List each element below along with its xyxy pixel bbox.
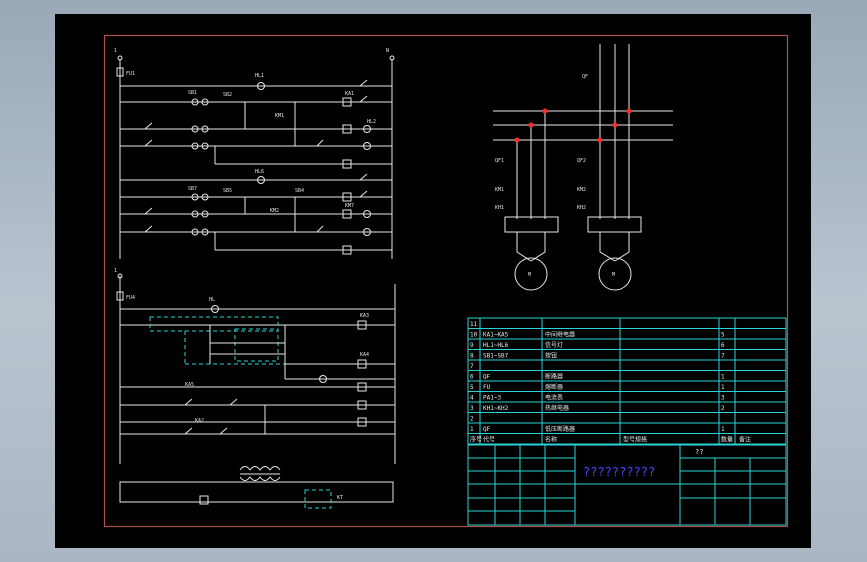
bom-cell: SB1~SB7 bbox=[483, 353, 509, 360]
bom-cell: 6 bbox=[721, 342, 725, 349]
bom-cell: 1 bbox=[721, 426, 725, 433]
bom-cell: 低压断路器 bbox=[545, 425, 575, 433]
bom-header-cell: 序号 bbox=[470, 436, 482, 444]
coil-ka1 bbox=[342, 97, 352, 107]
lamp-hl6 bbox=[257, 176, 265, 184]
bom-cell: 熔断器 bbox=[545, 383, 563, 391]
hl2-label: HL2 bbox=[367, 119, 376, 125]
bom-cell: 3 bbox=[721, 395, 725, 402]
control-circuit-top: 1 N FU1 HL1 SB1 SB2 KA1 bbox=[114, 48, 395, 259]
lamp-hl1-label: HL1 bbox=[255, 73, 264, 79]
kt-label: KT bbox=[337, 495, 343, 501]
ka3-label: KA3 bbox=[360, 313, 369, 319]
motor-kh1-label: KH1 bbox=[495, 205, 504, 211]
bom-cell: 信号灯 bbox=[545, 341, 563, 349]
sb1-label: SB1 bbox=[188, 90, 197, 96]
bom-cell: QF bbox=[483, 374, 491, 381]
bom-cell: QF bbox=[483, 426, 491, 433]
kt-dashed-box bbox=[304, 489, 332, 509]
bom-cell: 10 bbox=[470, 332, 478, 339]
km1-label: KM1 bbox=[275, 113, 284, 119]
bom-cell: 1 bbox=[470, 426, 474, 433]
sb5-label: SB5 bbox=[223, 188, 232, 194]
bom-cell: 1 bbox=[721, 384, 725, 391]
phase-label-l1: 1 bbox=[114, 48, 117, 54]
motor-km1-label: KM1 bbox=[495, 187, 504, 193]
bom-cell: 1 bbox=[721, 374, 725, 381]
bom-cell: 2 bbox=[470, 416, 474, 423]
bom-cell: 9 bbox=[470, 342, 474, 349]
bom-cell: KA1~KA5 bbox=[483, 332, 509, 339]
bom-cell: FU bbox=[483, 384, 491, 391]
bom-header-cell: 数量 bbox=[721, 436, 733, 444]
ka1-label: KA1 bbox=[345, 91, 354, 97]
sb7-label: SB7 bbox=[188, 186, 197, 192]
motor-qf1-label: QF1 bbox=[495, 158, 504, 164]
drawing-sheet: 1 N FU1 HL1 SB1 SB2 KA1 bbox=[55, 14, 811, 548]
bom-cell: 8 bbox=[470, 353, 474, 360]
fuse-top-label: FU1 bbox=[126, 71, 135, 77]
sheet-border bbox=[103, 34, 789, 528]
bom-cell: 按钮 bbox=[545, 352, 557, 360]
bom-cell: 3 bbox=[470, 405, 474, 412]
km2-label: KM2 bbox=[270, 208, 279, 214]
lamp-hl1 bbox=[257, 82, 265, 90]
bom-cell: 电流表 bbox=[545, 394, 563, 402]
electrical-schematic: 1 N FU1 HL1 SB1 SB2 KA1 bbox=[103, 34, 789, 528]
lamp-hl-label: HL bbox=[209, 297, 215, 303]
motor-1 bbox=[514, 257, 548, 291]
drawing-title: ?????????? bbox=[583, 465, 655, 479]
fuse-bottom-symbol bbox=[116, 291, 124, 301]
bom-cell: 4 bbox=[470, 395, 474, 402]
bom-cell: 7 bbox=[470, 363, 474, 370]
lamp-hl6-label: HL6 bbox=[255, 169, 264, 175]
overload-kh1 bbox=[504, 216, 559, 233]
ka4-label: KA4 bbox=[360, 352, 369, 358]
bom-header-cell: 名称 bbox=[545, 436, 557, 444]
bom-header-cell: 型号规格 bbox=[623, 436, 647, 444]
motor-2 bbox=[598, 257, 632, 291]
title-block: ?????????? ?? bbox=[467, 444, 787, 526]
bom-cell: 2 bbox=[721, 405, 725, 412]
ka2-label: KA2 bbox=[195, 418, 204, 424]
bom-cell: 7 bbox=[721, 353, 725, 360]
title-mark: ?? bbox=[695, 448, 703, 456]
dashed-group-1 bbox=[149, 316, 279, 332]
transformer-primary bbox=[239, 466, 281, 471]
bom-cell: 6 bbox=[470, 374, 474, 381]
lamp-hl2 bbox=[363, 125, 371, 133]
motor-qf-label: QF bbox=[582, 74, 588, 80]
motor-km2-label: KM2 bbox=[577, 187, 586, 193]
phase-label-n: N bbox=[386, 48, 389, 54]
sb2-label: SB2 bbox=[223, 92, 232, 98]
motor-2-label: M bbox=[612, 272, 615, 278]
lamp-hl bbox=[211, 305, 219, 313]
bottom-phase-label: 1 bbox=[114, 268, 117, 274]
bom-cell: 11 bbox=[470, 321, 478, 328]
bom-cell: 5 bbox=[721, 332, 725, 339]
control-circuit-bottom: 1 FU4 HL KA3 KA4 bbox=[114, 268, 396, 509]
bom-cell: 热继电器 bbox=[545, 404, 569, 412]
bom-header-cell: 备注 bbox=[739, 436, 751, 444]
bom-cell: HL1~HL6 bbox=[483, 342, 509, 349]
power-circuit: QF QF1 QF2 KM1 KM2 KH1 KH2 bbox=[493, 44, 673, 291]
motor-kh2-label: KH2 bbox=[577, 205, 586, 211]
bom-cell: 5 bbox=[470, 384, 474, 391]
bom-header-cell: 代号 bbox=[483, 436, 495, 444]
bom-cell: PA1~3 bbox=[483, 395, 501, 402]
motor-1-label: M bbox=[528, 272, 531, 278]
ka5-label: KA5 bbox=[185, 382, 194, 388]
bom-cell: 中间继电器 bbox=[545, 331, 575, 339]
bom-cell: 断路器 bbox=[545, 373, 563, 381]
fuse-top-symbol bbox=[116, 67, 124, 77]
sb4-label: SB4 bbox=[295, 188, 304, 194]
overload-kh2 bbox=[587, 216, 642, 233]
km7-label: KM7 bbox=[345, 203, 354, 209]
motor-qf2-label: QF2 bbox=[577, 158, 586, 164]
fuse-bottom-label: FU4 bbox=[126, 295, 135, 301]
transformer-secondary bbox=[239, 476, 281, 481]
bom-cell: KH1~KH2 bbox=[483, 405, 509, 412]
